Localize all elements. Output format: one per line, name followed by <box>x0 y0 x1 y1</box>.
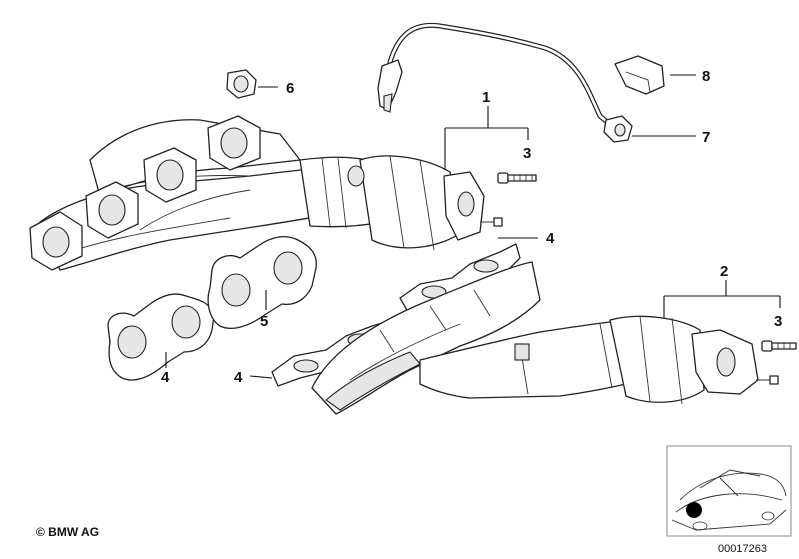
callout-5: 5 <box>260 313 268 330</box>
callout-4-left: 4 <box>161 369 170 386</box>
callout-3-upper: 3 <box>523 145 531 162</box>
leader-lines <box>165 74 781 379</box>
part-bolt-upper <box>497 172 537 184</box>
part-clip <box>614 55 665 95</box>
location-marker <box>686 502 702 518</box>
callout-4-center: 4 <box>234 369 243 386</box>
callout-2: 2 <box>720 263 728 280</box>
document-number: 00017263 <box>718 543 767 555</box>
part-exhaust-manifold-rear <box>311 261 779 415</box>
callout-7: 7 <box>702 129 710 146</box>
copyright-notice: © BMW AG <box>36 525 99 539</box>
part-gasket-5 <box>107 235 317 381</box>
part-gasket-4-upper <box>399 243 521 313</box>
callout-6: 6 <box>286 80 294 97</box>
callout-1: 1 <box>482 89 490 106</box>
part-oxygen-sensor <box>377 22 633 143</box>
callout-4-right: 4 <box>546 230 555 247</box>
callout-3-lower: 3 <box>774 313 782 330</box>
part-bolt-lower <box>761 340 797 352</box>
part-exhaust-manifold-front <box>29 115 503 271</box>
part-nut <box>226 69 257 99</box>
car-location-inset <box>666 445 792 537</box>
callout-8: 8 <box>702 68 710 85</box>
